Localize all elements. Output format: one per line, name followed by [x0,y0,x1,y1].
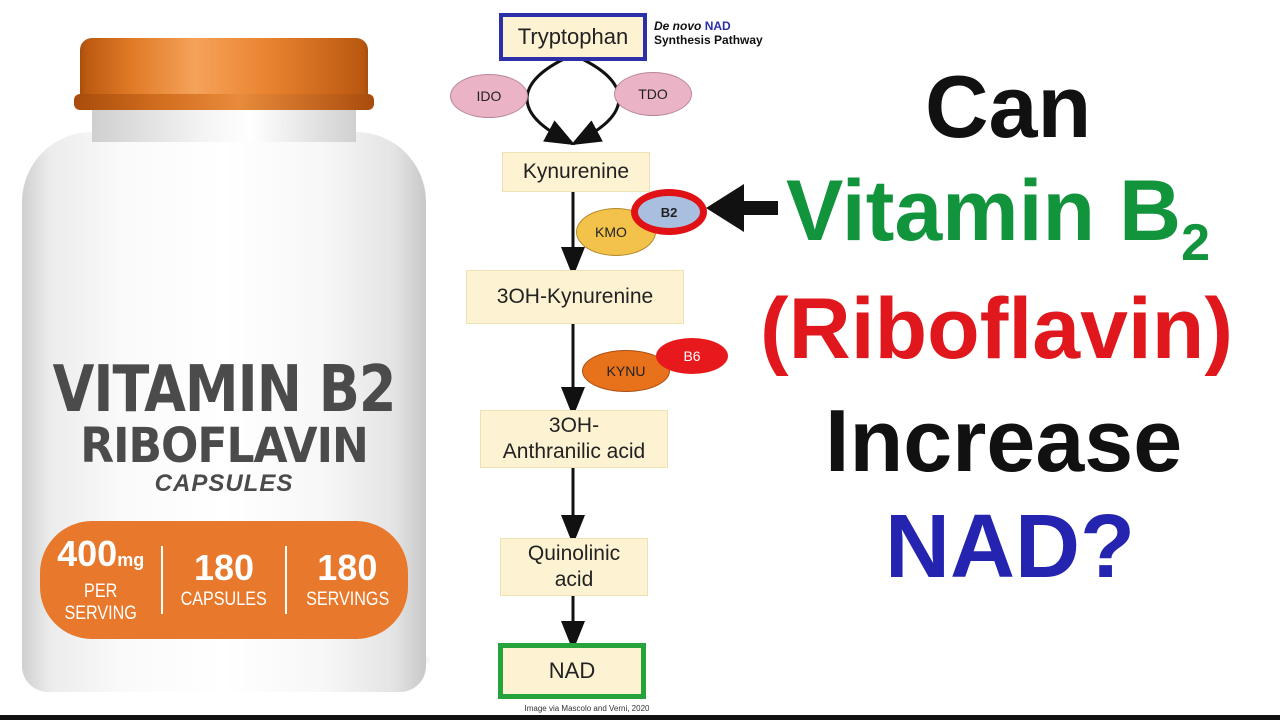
bottle-label-title: VITAMIN B2 [52,352,397,427]
enzyme-kmo-label: KMO [595,224,627,240]
image-credit: Image via Mascolo and Verni, 2020 [524,704,650,713]
stat-servings: 180 SERVINGS [287,549,408,611]
enzyme-ido-label: IDO [476,88,502,104]
pathway-title: De novo NAD Synthesis Pathway [654,19,763,47]
node-3oh-kynurenine: 3OH-Kynurenine [466,270,684,324]
pathway-title-suffix: Synthesis Pathway [654,33,763,47]
headline-vitamin-text: Vitamin B [786,163,1182,259]
headline-nad: NAD? [885,497,1135,597]
enzyme-tdo: TDO [614,72,692,116]
stat-capsules-value: 180 [193,547,255,588]
stat-serving-unit: mg [117,550,145,570]
pointer-arrow-head [706,184,744,232]
node-nad: NAD [498,643,646,699]
enzyme-tdo-label: TDO [638,86,668,102]
arrow-tryptophan-kynurenine-right [570,56,621,146]
bottle-label-form: CAPSULES [154,470,294,497]
enzyme-kynu: KYNU [582,350,670,392]
cofactor-b6: B6 [656,338,728,374]
bottom-border [0,715,1280,720]
headline-can: Can [925,57,1092,156]
stat-serving-label: PER SERVING [64,581,137,624]
headline-riboflavin: (Riboflavin) [760,281,1233,377]
node-kynurenine-label: Kynurenine [522,160,630,183]
bottle-label-subtitle: RIBOFLAVIN [80,418,369,475]
stat-serving: 400mg PER SERVING [40,535,161,625]
stat-capsules-label: CAPSULES [180,589,268,610]
bottle-neck [92,108,356,142]
stat-divider [284,546,287,614]
stat-servings-value: 180 [317,547,378,588]
stat-servings-label: SERVINGS [305,589,389,610]
pathway-title-denovo: De novo [654,19,702,33]
stat-capsules: 180 CAPSULES [163,549,284,611]
enzyme-kynu-label: KYNU [606,363,646,379]
arrow-tryptophan-kynurenine-left [525,56,576,146]
headline-vitamin-b2: Vitamin B2 [786,162,1210,273]
headline-increase: Increase [825,391,1183,490]
node-tryptophan-label: Tryptophan [517,24,629,49]
bottle-stats-banner: 400mg PER SERVING 180 CAPSULES 180 SERVI… [40,521,408,639]
node-quinolinic-acid: Quinolinic acid [500,538,648,596]
node-3oh-anthranilic-label: 3OH- Anthranilic acid [502,414,646,463]
headline-vitamin-subscript: 2 [1181,214,1210,272]
bottle-cap-rim [74,94,374,110]
node-kynurenine: Kynurenine [502,152,650,192]
node-3oh-kynurenine-label: 3OH-Kynurenine [496,285,654,308]
enzyme-ido: IDO [450,74,528,118]
stat-serving-value: 400 [57,533,118,574]
node-3oh-anthranilic-acid: 3OH- Anthranilic acid [480,410,668,468]
cofactor-b2-label: B2 [660,204,678,220]
cofactor-b6-label: B6 [683,348,701,364]
node-nad-label: NAD [548,658,596,683]
pointer-arrow-shaft [740,201,778,215]
node-tryptophan: Tryptophan [499,13,647,61]
pathway-title-nad: NAD [704,19,731,33]
stat-divider [161,546,164,614]
cofactor-b2-highlight: B2 [631,189,707,235]
node-quinolinic-label: Quinolinic acid [527,542,621,591]
